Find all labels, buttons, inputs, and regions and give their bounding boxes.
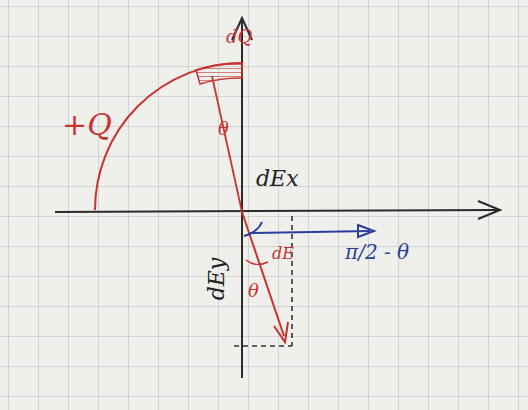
angle-arc xyxy=(246,260,268,265)
sketch-label: θ xyxy=(248,282,259,300)
field-vector-head xyxy=(274,322,288,342)
x-axis xyxy=(55,210,498,212)
radius-line xyxy=(212,76,242,212)
field-vector xyxy=(242,212,284,336)
charge-arc xyxy=(95,63,242,210)
charge-element xyxy=(196,63,242,84)
x-axis-head xyxy=(478,201,500,219)
sketch-label: +Q xyxy=(62,110,112,140)
sketch-label: dQ xyxy=(226,28,252,46)
sketch-label: dEx xyxy=(256,168,299,190)
sketch-label: π/2 - θ xyxy=(345,242,409,262)
sketch-label: dEy xyxy=(206,258,228,301)
projection-line xyxy=(234,345,292,347)
projection-line xyxy=(291,216,293,346)
angle-arrow-head xyxy=(358,225,374,237)
angle-arrow xyxy=(250,231,370,233)
sketch-label: dE xyxy=(272,246,294,262)
sketch-label: θ xyxy=(218,120,229,138)
